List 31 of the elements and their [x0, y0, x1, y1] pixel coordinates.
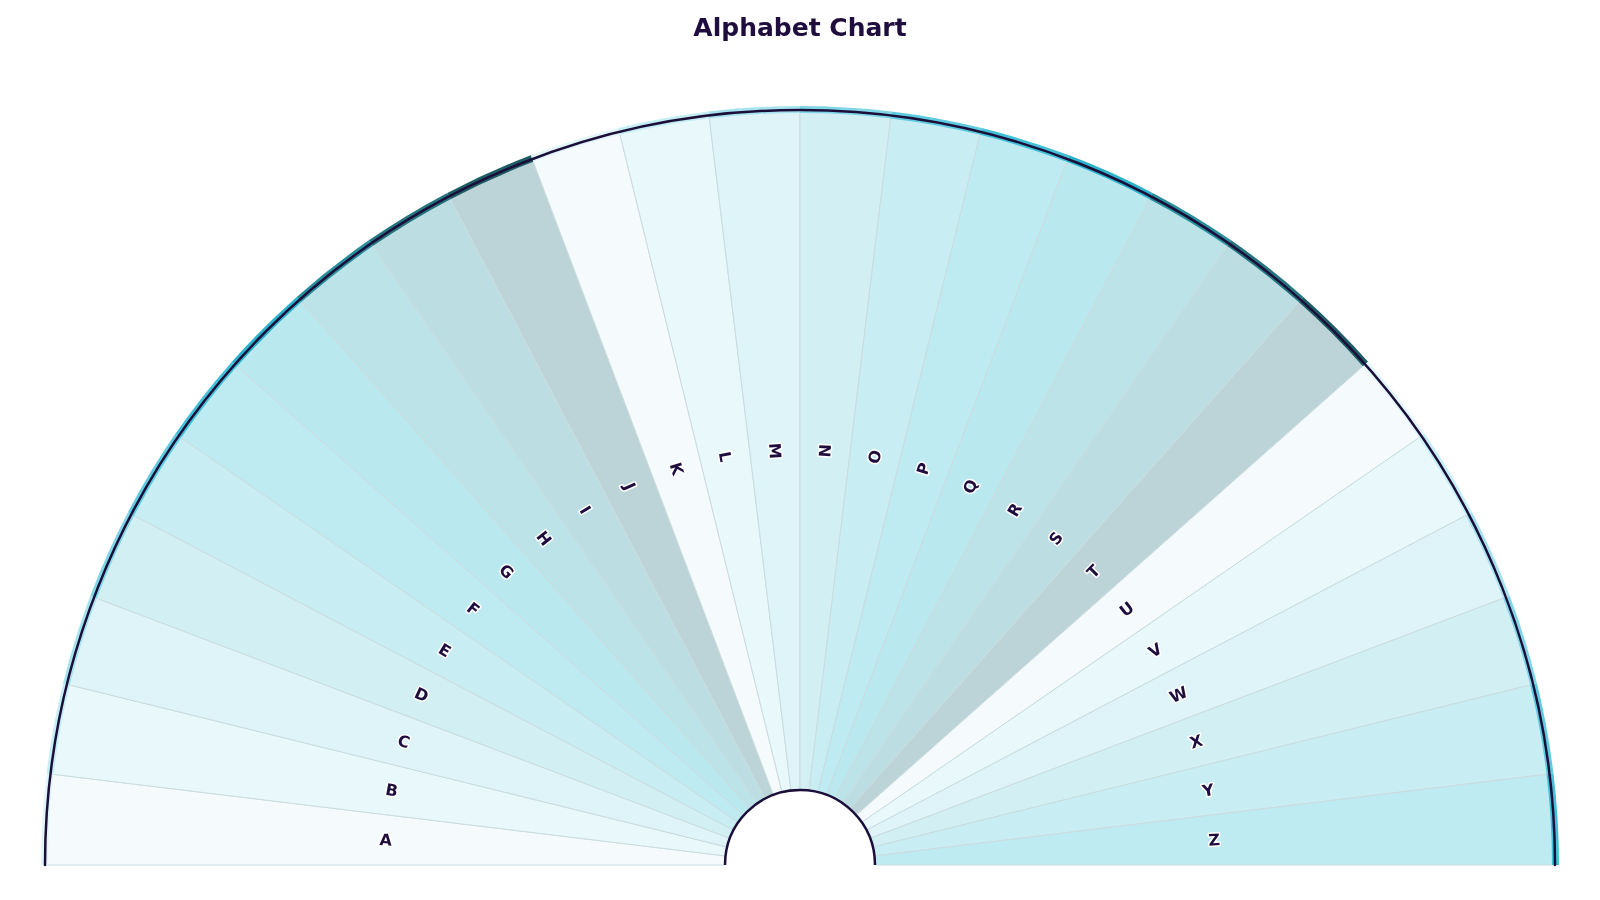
chart-title: Alphabet Chart: [693, 13, 907, 43]
wedge-letter: U: [1115, 597, 1138, 621]
wedge-letter: C: [395, 730, 413, 753]
wedge-letter: X: [1187, 730, 1205, 753]
wedge-letter: P: [912, 460, 935, 478]
wedge-letter: K: [665, 460, 688, 478]
wedge-letter: B: [384, 779, 400, 801]
wedge-letter: W: [1166, 682, 1191, 707]
wedge-letter: G: [495, 560, 518, 583]
wedge-letter: R: [1003, 499, 1026, 521]
wedge-letter: M: [765, 442, 785, 460]
wedge-letter: A: [379, 830, 393, 850]
wedge-letter: L: [714, 450, 736, 464]
wedge-letter: F: [463, 598, 484, 620]
chart-wedge: [808, 115, 982, 793]
wedge-letter: J: [619, 479, 640, 494]
chart-wedge: [873, 773, 1556, 866]
wedge-letter: V: [1144, 638, 1166, 662]
wedge-letter: H: [532, 527, 556, 550]
wedge-letter: Y: [1200, 779, 1216, 801]
wedge-letter: D: [411, 683, 432, 707]
chart-wedge: [50, 683, 728, 857]
wedge-letter: S: [1044, 527, 1067, 549]
wedge-letter: N: [815, 443, 835, 458]
wedge-letter: E: [435, 639, 455, 662]
wedge-letter: Q: [958, 476, 982, 497]
wedge-letter: T: [1082, 560, 1105, 583]
wedge-letter: I: [575, 502, 595, 518]
wedge-letter: O: [864, 448, 886, 466]
chart-wedge: [44, 773, 727, 866]
wedge-letter: Z: [1207, 830, 1221, 850]
